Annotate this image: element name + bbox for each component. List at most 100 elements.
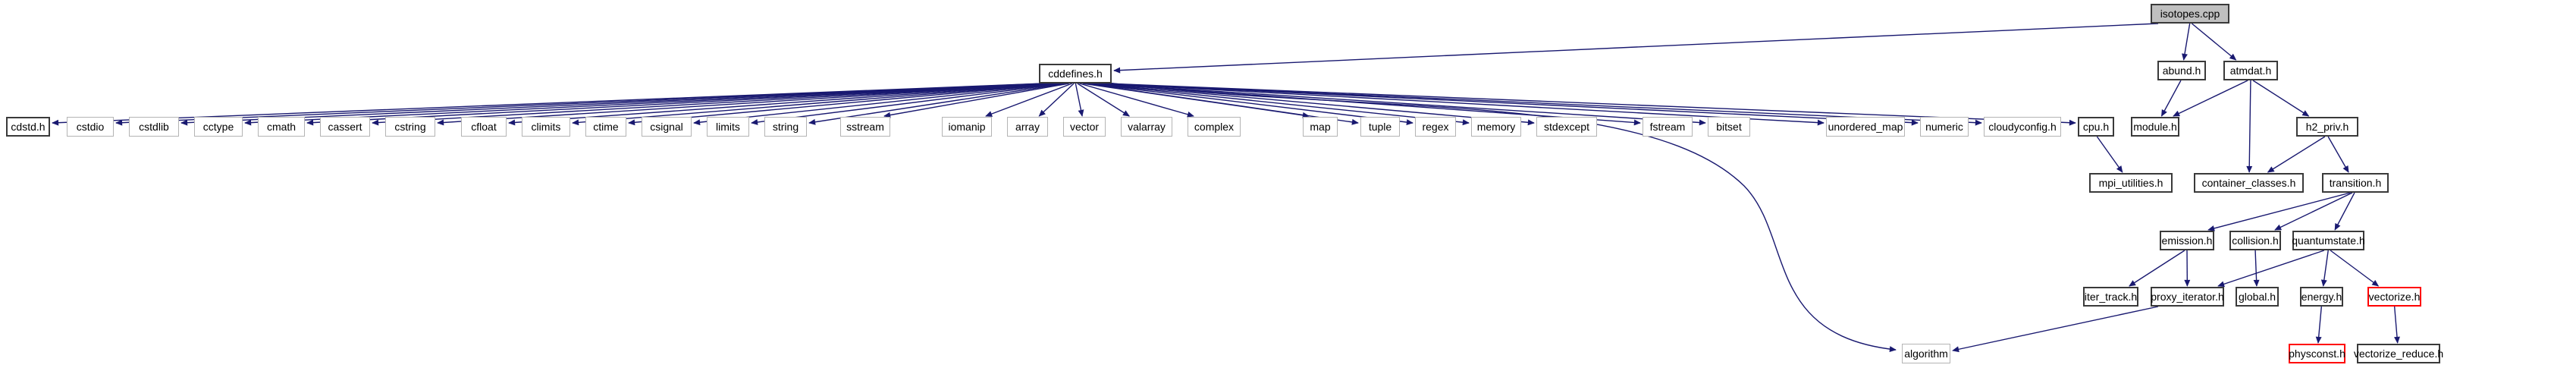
- node-cstdio: cstdio: [67, 117, 114, 137]
- node-cmath: cmath: [258, 117, 305, 137]
- edge-cddefines-h-to-complex: [1079, 83, 1194, 118]
- node-cassert: cassert: [320, 117, 370, 137]
- edge-cddefines-h-to-iomanip: [985, 83, 1072, 117]
- node-collision-h[interactable]: collision.h: [2229, 231, 2281, 250]
- edge-cddefines-h-to-regex: [1086, 83, 1414, 125]
- edge-cddefines-h-to-sstream: [883, 83, 1069, 118]
- edge-cddefines-h-to-vector: [1075, 83, 1084, 117]
- node-isotopes-cpp[interactable]: isotopes.cpp: [2151, 4, 2229, 24]
- edge-cddefines-h-to-valarray: [1077, 83, 1130, 117]
- node-map: map: [1303, 117, 1338, 137]
- edge-cddefines-h-to-cassert: [372, 83, 1054, 126]
- node-cctype: cctype: [194, 117, 243, 137]
- node-abund-h[interactable]: abund.h: [2157, 61, 2206, 80]
- edge-quantumstate-h-to-energy-h: [2320, 250, 2329, 287]
- node-ctime: ctime: [585, 117, 626, 137]
- edge-vectorize-h-to-vectorize-reduce-h: [2393, 306, 2400, 344]
- edge-cddefines-h-to-cstdlib: [180, 83, 1048, 126]
- node-unordered-map: unordered_map: [1826, 117, 1905, 137]
- edge-proxy-iterator-h-to-algorithm: [1952, 306, 2159, 353]
- node-fstream: fstream: [1643, 117, 1693, 137]
- edge-transition-h-to-emission-h: [2207, 192, 2351, 231]
- edge-cddefines-h-to-csignal: [693, 83, 1063, 126]
- node-cstdlib: cstdlib: [129, 117, 179, 137]
- node-regex: regex: [1415, 117, 1456, 137]
- node-proxy-iterator-h[interactable]: proxy_iterator.h: [2151, 287, 2224, 307]
- node-cdstd-h[interactable]: cdstd.h: [6, 117, 50, 137]
- edge-cddefines-h-to-fstream: [1093, 83, 1641, 126]
- node-bitset: bitset: [1708, 117, 1750, 137]
- node-vectorize-h[interactable]: vectorize.h: [2367, 287, 2421, 307]
- node-emission-h[interactable]: emission.h: [2160, 231, 2214, 250]
- node-numeric: numeric: [1920, 117, 1969, 137]
- edge-cddefines-h-to-unordered-map: [1099, 83, 1825, 126]
- edge-cddefines-h-to-algorithm: [1100, 81, 1897, 353]
- edge-quantumstate-h-to-vectorize-h: [2330, 250, 2380, 287]
- edge-abund-h-to-module-h: [2160, 80, 2182, 117]
- node-limits: limits: [707, 117, 749, 137]
- edge-cddefines-h-to-limits: [751, 83, 1065, 125]
- node-stdexcept: stdexcept: [1536, 117, 1597, 137]
- edge-emission-h-to-iter-track-h: [2129, 250, 2185, 287]
- node-quantumstate-h[interactable]: quantumstate.h: [2292, 231, 2365, 250]
- node-h2-priv-h[interactable]: h2_priv.h: [2296, 117, 2358, 137]
- node-climits: climits: [522, 117, 570, 137]
- node-physconst-h[interactable]: physconst.h: [2289, 344, 2345, 363]
- edge-cddefines-h-to-memory: [1087, 83, 1470, 126]
- edge-h2-priv-h-to-container-classes-h: [2267, 136, 2326, 173]
- edge-cddefines-h-to-bitset: [1094, 83, 1706, 126]
- edge-cddefines-h-to-ctime: [628, 83, 1062, 126]
- node-iomanip: iomanip: [942, 117, 992, 137]
- edge-cddefines-h-to-tuple: [1084, 83, 1359, 125]
- edge-atmdat-h-to-h2-priv-h: [2252, 80, 2310, 117]
- edge-cddefines-h-to-numeric: [1101, 83, 1919, 126]
- edge-cddefines-h-to-cctype: [244, 83, 1050, 126]
- edge-cddefines-h-to-stdexcept: [1090, 83, 1535, 126]
- edge-cpu-h-to-mpi-utilities-h: [2096, 136, 2123, 173]
- node-transition-h[interactable]: transition.h: [2322, 173, 2389, 193]
- node-cloudyconfig-h: cloudyconfig.h: [1984, 117, 2061, 137]
- node-cstring: cstring: [385, 117, 435, 137]
- node-vector: vector: [1063, 117, 1106, 137]
- edge-cddefines-h-to-cstring: [437, 83, 1056, 126]
- node-cpu-h[interactable]: cpu.h: [2078, 117, 2114, 137]
- node-container-classes-h[interactable]: container_classes.h: [2194, 173, 2304, 193]
- edge-transition-h-to-quantumstate-h: [2334, 192, 2355, 231]
- edge-cddefines-h-to-cfloat: [508, 83, 1058, 126]
- edge-h2-priv-h-to-transition-h: [2327, 136, 2349, 173]
- edge-cddefines-h-to-climits: [572, 83, 1060, 126]
- edge-isotopes-cpp-to-cddefines-h: [1113, 23, 2159, 74]
- edge-transition-h-to-collision-h: [2274, 192, 2353, 231]
- edge-cddefines-h-to-cstdio: [115, 83, 1046, 126]
- node-csignal: csignal: [642, 117, 692, 137]
- node-valarray: valarray: [1121, 117, 1172, 137]
- edge-collision-h-to-global-h: [2253, 250, 2260, 287]
- edge-energy-h-to-physconst-h: [2315, 306, 2323, 344]
- node-module-h[interactable]: module.h: [2131, 117, 2179, 137]
- edge-cddefines-h-to-cpu-h: [1106, 83, 2076, 126]
- node-iter-track-h[interactable]: iter_track.h: [2083, 287, 2138, 307]
- edge-cddefines-h-to-cloudyconfig-h: [1103, 83, 1982, 126]
- edge-cddefines-h-to-cmath: [306, 83, 1052, 126]
- edge-cddefines-h-to-array: [1038, 83, 1075, 117]
- node-energy-h[interactable]: energy.h: [2300, 287, 2343, 307]
- node-array: array: [1007, 117, 1048, 137]
- node-memory: memory: [1471, 117, 1521, 137]
- node-sstream: sstream: [840, 117, 890, 137]
- node-mpi-utilities-h[interactable]: mpi_utilities.h: [2089, 173, 2173, 193]
- node-string: string: [764, 117, 807, 137]
- node-vectorize-reduce-h[interactable]: vectorize_reduce.h: [2354, 344, 2443, 363]
- edge-quantumstate-h-to-proxy-iterator-h: [2217, 250, 2325, 288]
- node-atmdat-h[interactable]: atmdat.h: [2223, 61, 2278, 80]
- node-cddefines-h[interactable]: cddefines.h: [1039, 64, 1112, 83]
- node-algorithm: algorithm: [1902, 344, 1950, 363]
- edge-isotopes-cpp-to-atmdat-h: [2191, 23, 2237, 61]
- node-complex: complex: [1188, 117, 1241, 137]
- node-tuple: tuple: [1360, 117, 1400, 137]
- node-cfloat: cfloat: [461, 117, 507, 137]
- node-global-h[interactable]: global.h: [2236, 287, 2279, 307]
- edge-isotopes-cpp-to-abund-h: [2182, 23, 2191, 61]
- edge-atmdat-h-to-module-h: [2173, 80, 2248, 117]
